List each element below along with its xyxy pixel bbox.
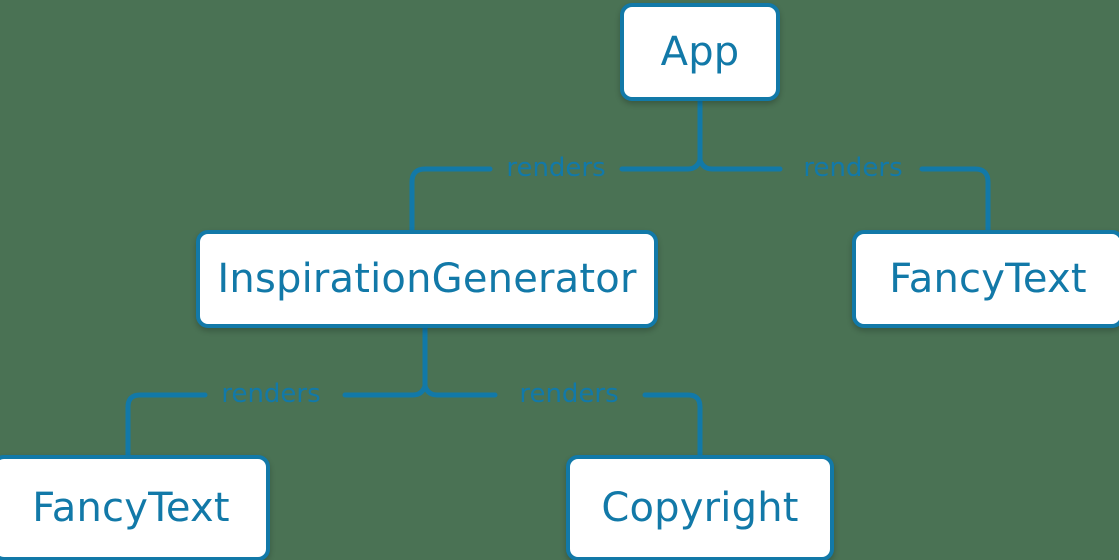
edge-inspirationgenerator-to-fancytext-left <box>125 392 208 458</box>
edge-label-inspirationgenerator-fancytext: renders <box>221 379 321 409</box>
node-app-label: App <box>660 29 740 75</box>
edge-inspirationgenerator-to-copyright <box>642 392 703 458</box>
edge-inspirationgenerator-to-copyright-start <box>422 383 498 398</box>
edge-label-app-fancytext: renders <box>803 153 903 183</box>
node-copyright[interactable]: Copyright <box>566 455 834 560</box>
edge-app-to-fancytext-right-start <box>697 157 783 172</box>
edge-label-app-inspirationgenerator: renders <box>506 153 606 183</box>
edge-inspirationgenerator-to-fancytext <box>342 383 428 398</box>
node-inspirationgenerator[interactable]: InspirationGenerator <box>196 230 658 328</box>
edge-app-to-inspirationgenerator-left <box>409 166 493 233</box>
node-inspirationgenerator-label: InspirationGenerator <box>217 256 637 302</box>
edge-label-inspirationgenerator-copyright: renders <box>519 379 619 409</box>
node-fancytext-right-label: FancyText <box>889 256 1087 302</box>
node-copyright-label: Copyright <box>601 485 799 531</box>
node-fancytext-bottom-label: FancyText <box>32 485 230 531</box>
node-fancytext-right[interactable]: FancyText <box>852 230 1119 328</box>
edge-app-to-fancytext-right <box>919 166 991 233</box>
node-fancytext-bottom[interactable]: FancyText <box>0 455 270 560</box>
edge-app-to-inspirationgenerator <box>619 157 703 172</box>
node-app[interactable]: App <box>620 3 780 101</box>
